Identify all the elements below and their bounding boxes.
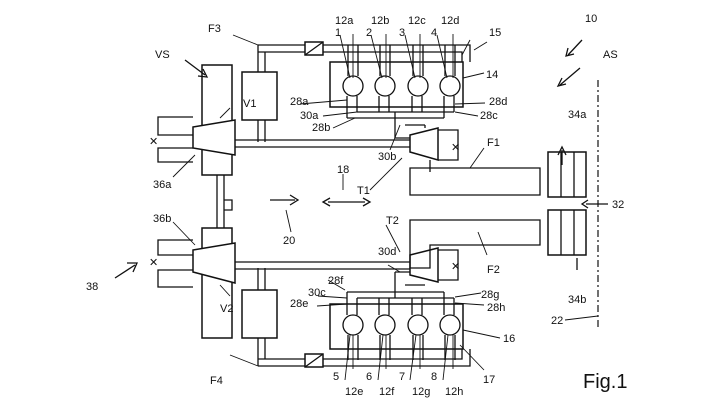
label-12a: 12a [335, 15, 354, 27]
engine-bank-upper [329, 45, 464, 139]
engine-bank-lower [329, 271, 464, 360]
label-f4: F4 [210, 375, 223, 387]
label-12f: 12f [379, 386, 395, 398]
label-28b: 28b [312, 122, 330, 134]
turbocharger-lower: ✕ ✕ [149, 227, 460, 339]
label-30b: 30b [378, 151, 396, 163]
charge-air-upper [241, 41, 471, 142]
muffler-34a [547, 151, 587, 198]
label-5: 5 [333, 371, 339, 383]
turbine-t1 [409, 127, 439, 161]
label-f1: F1 [487, 137, 500, 149]
svg-text:✕: ✕ [149, 257, 158, 269]
label-20: 20 [283, 235, 295, 247]
intercooler-upper [241, 71, 278, 121]
label-28h: 28h [487, 302, 505, 314]
label-f3: F3 [208, 23, 221, 35]
label-vs: VS [155, 49, 170, 61]
label-v1: V1 [243, 98, 256, 110]
label-8: 8 [431, 371, 437, 383]
turbocharger-upper: ✕ ✕ [149, 64, 460, 176]
labels: 10 15 14 AS VS F3 F4 12a 12b 12c 12d 1 2… [86, 13, 627, 398]
label-36a: 36a [153, 179, 172, 191]
label-14: 14 [486, 69, 498, 81]
label-34b: 34b [568, 294, 586, 306]
cylinder-6 [374, 314, 396, 336]
exhaust-duct-f2 [409, 219, 541, 269]
label-t1: T1 [357, 185, 370, 197]
label-22: 22 [551, 315, 563, 327]
label-t2: T2 [386, 215, 399, 227]
leaders [172, 34, 599, 381]
arrows [114, 39, 608, 279]
label-16: 16 [503, 333, 515, 345]
label-36b: 36b [153, 213, 171, 225]
label-30d: 30d [378, 246, 396, 258]
label-28d: 28d [489, 96, 507, 108]
label-12d: 12d [441, 15, 459, 27]
intercooler-lower [241, 289, 278, 339]
label-4: 4 [431, 27, 437, 39]
label-2: 2 [366, 27, 372, 39]
shaft-lower [235, 261, 415, 270]
label-12g: 12g [412, 386, 430, 398]
muffler-34b [547, 209, 587, 256]
bank-14-block [329, 61, 464, 108]
label-28f: 28f [328, 275, 344, 287]
cylinder-4 [439, 75, 461, 97]
compressor-v1 [192, 119, 236, 156]
label-f2: F2 [487, 264, 500, 276]
svg-text:✕: ✕ [149, 136, 158, 148]
label-12c: 12c [408, 15, 426, 27]
label-30a: 30a [300, 110, 319, 122]
label-v2: V2 [220, 303, 233, 315]
label-7: 7 [399, 371, 405, 383]
svg-text:✕: ✕ [451, 142, 460, 154]
label-28a: 28a [290, 96, 309, 108]
label-18: 18 [337, 164, 349, 176]
label-30c: 30c [308, 287, 326, 299]
figure-title: Fig.1 [583, 371, 627, 393]
label-12e: 12e [345, 386, 363, 398]
exhaust-duct-f1 [409, 167, 541, 196]
label-as: AS [603, 49, 618, 61]
label-28c: 28c [480, 110, 498, 122]
shaft-upper [235, 139, 415, 148]
label-12h: 12h [445, 386, 463, 398]
v1-housing [201, 64, 233, 176]
label-32: 32 [612, 199, 624, 211]
cylinder-3 [407, 75, 429, 97]
svg-text:✕: ✕ [451, 261, 460, 273]
cylinder-7 [407, 314, 429, 336]
charge-air-lower [241, 268, 471, 368]
cylinder-8 [439, 314, 461, 336]
bank-16-block [329, 303, 464, 350]
cylinder-2 [374, 75, 396, 97]
label-1: 1 [335, 27, 341, 39]
label-10: 10 [585, 13, 597, 25]
label-38: 38 [86, 281, 98, 293]
label-3: 3 [399, 27, 405, 39]
label-12b: 12b [371, 15, 389, 27]
label-34a: 34a [568, 109, 587, 121]
label-15: 15 [489, 27, 501, 39]
exhaust-outlets [409, 151, 587, 269]
label-28g: 28g [481, 289, 499, 301]
label-6: 6 [366, 371, 372, 383]
label-17: 17 [483, 374, 495, 386]
turbine-t2 [409, 247, 439, 283]
compressor-v2 [192, 242, 236, 284]
cross-connection [216, 175, 225, 228]
label-28e: 28e [290, 298, 308, 310]
